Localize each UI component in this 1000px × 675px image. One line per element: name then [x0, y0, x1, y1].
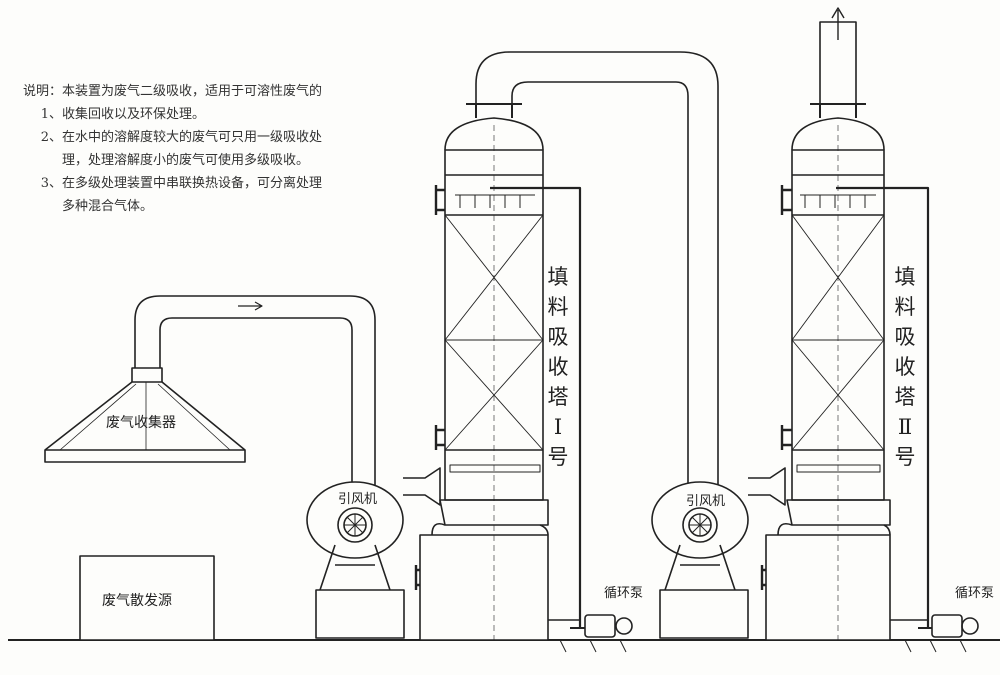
note-item-3: 3、 在多级处理装置中串联换热设备，可分离处理多种混合气体。	[6, 172, 336, 218]
fan-1-label: 引风机	[338, 492, 378, 507]
notes-block: 说明： 1、 本装置为废气二级吸收，适用于可溶性废气的收集回收以及环保处理。 2、…	[6, 80, 336, 218]
note-2-line-1: 在水中的溶解度较大的废气可只用一级吸收处	[62, 130, 323, 145]
waste-gas-source-box	[79, 555, 215, 641]
fan-2	[651, 467, 786, 639]
hood-label: 废气收集器	[106, 415, 176, 431]
note-3-line-1: 在多级处理装置中串联换热设备，可分离处理	[62, 176, 323, 191]
note-2-line-2: 理，处理溶解度小的废气可使用多级吸收。	[62, 153, 310, 168]
note-1-line-2: 收集回收以及环保处理。	[62, 107, 206, 122]
fan-2-label: 引风机	[686, 494, 726, 509]
circulation-line-2	[836, 186, 930, 628]
circulation-pump-1	[570, 614, 633, 638]
note-number-3: 3、	[40, 176, 62, 191]
inlet-duct	[134, 295, 376, 490]
connecting-duct	[475, 51, 719, 490]
note-number-1: 1、	[40, 107, 62, 122]
note-3-line-2: 多种混合气体。	[62, 199, 154, 214]
circulation-line-1	[490, 186, 582, 628]
note-item-1: 说明： 1、 本装置为废气二级吸收，适用于可溶性废气的收集回收以及环保处理。	[6, 80, 336, 126]
absorption-tower-2	[760, 103, 891, 641]
source-label: 废气散发源	[102, 593, 172, 609]
collection-hood	[44, 367, 246, 463]
absorption-tower-1	[414, 103, 549, 641]
note-1-line-1: 本装置为废气二级吸收，适用于可溶性废气的	[62, 84, 323, 99]
notes-prefix: 说明：	[22, 84, 62, 99]
pump-2-label: 循环泵	[955, 586, 995, 601]
circulation-pump-2	[918, 614, 979, 638]
note-number-2: 2、	[40, 130, 62, 145]
note-item-2: 2、 在水中的溶解度较大的废气可只用一级吸收处理，处理溶解度小的废气可使用多级吸…	[6, 126, 336, 172]
fan-1	[306, 467, 441, 639]
pump-1-label: 循环泵	[604, 586, 644, 601]
ground-hatch	[559, 639, 967, 653]
exhaust-stack	[819, 7, 857, 104]
